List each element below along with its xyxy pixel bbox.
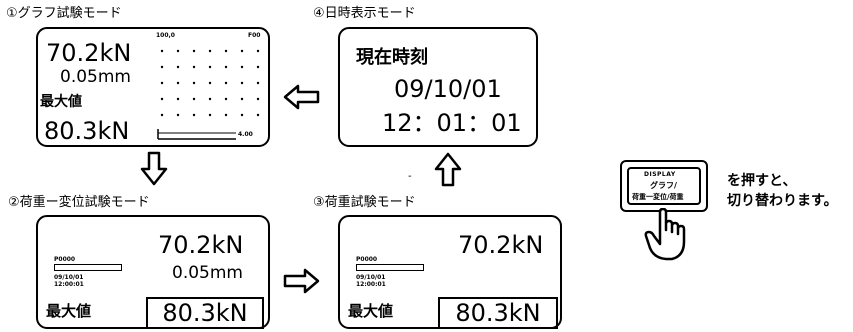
date-tag: 09/10/01	[54, 274, 84, 281]
display-button-line2: グラフ/	[650, 181, 677, 190]
screen-datetime-mode: 現在時刻 09/10/01 12：01：01	[338, 27, 538, 147]
arrow-right-icon	[283, 268, 320, 294]
arrow-up-icon	[434, 152, 462, 187]
force-value: 70.2kN	[158, 231, 244, 259]
max-label: 最大値	[46, 302, 92, 320]
max-value: 80.3kN	[44, 117, 130, 145]
stray-mark: -	[408, 171, 412, 182]
date-value: 09/10/01	[394, 75, 502, 103]
bar-tag: P0000	[54, 256, 76, 263]
graph-ymax-label: 100,0	[156, 32, 175, 39]
display-button[interactable]: DISPLAY グラフ/ 荷重一変位/荷重	[620, 160, 708, 212]
caption-load-mode: ③荷重試験モード	[313, 195, 416, 210]
date-tag: 09/10/01	[356, 274, 386, 281]
caption-graph-mode: ①グラフ試験モード	[6, 6, 122, 21]
max-label: 最大値	[40, 94, 82, 110]
time-value: 12：01：01	[382, 109, 522, 137]
caption-load-disp-mode: ②荷重ー変位試験モード	[8, 195, 150, 210]
display-button-line1: DISPLAY	[644, 171, 676, 178]
screen-load-mode: 70.2kN P0000 09/10/01 12:00:01 最大値 80.3k…	[338, 215, 562, 329]
displacement-value: 0.05mm	[172, 263, 243, 283]
force-value: 70.2kN	[458, 231, 544, 259]
screen-graph-mode: 70.2kN 0.05mm 最大値 80.3kN 100,0 F00 4.00	[36, 27, 270, 147]
max-label: 最大値	[348, 302, 394, 320]
arrow-down-icon	[140, 151, 168, 186]
graph-xmax-label: 4.00	[238, 131, 253, 138]
force-value: 70.2kN	[46, 39, 132, 67]
display-button-line3: 荷重一変位/荷重	[632, 193, 684, 201]
screen-load-disp-mode: 70.2kN 0.05mm P0000 09/10/01 12:00:01 最大…	[36, 215, 270, 329]
load-bar	[54, 264, 122, 271]
instruction-line2: 切り替わります。	[727, 193, 838, 209]
time-tag: 12:00:01	[54, 281, 84, 288]
load-bar	[356, 264, 424, 271]
graph-code-label: F00	[248, 32, 261, 39]
max-value: 80.3kN	[438, 297, 558, 329]
max-value: 80.3kN	[146, 297, 264, 329]
display-button-inner	[627, 167, 701, 205]
caption-datetime-mode: ④日時表示モード	[313, 6, 416, 21]
time-tag: 12:00:01	[356, 281, 386, 288]
graph-dot-grid	[157, 49, 260, 140]
datetime-title: 現在時刻	[356, 47, 428, 68]
displacement-value: 0.05mm	[60, 67, 131, 87]
arrow-left-icon	[283, 84, 320, 110]
bar-tag: P0000	[356, 256, 378, 263]
pointing-hand-icon	[644, 208, 686, 261]
instruction-line1: を押すと、	[727, 173, 797, 189]
